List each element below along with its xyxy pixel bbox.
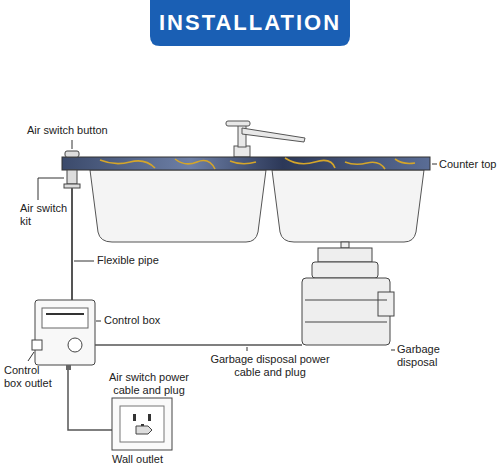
garbage-disposal bbox=[302, 242, 394, 345]
marble-veins bbox=[100, 158, 415, 169]
title-tab bbox=[150, 0, 350, 46]
part-label: Air switch power cable and plug bbox=[96, 371, 202, 397]
leader-lines bbox=[28, 140, 437, 361]
countertop bbox=[62, 157, 430, 170]
wall-outlet bbox=[112, 398, 172, 450]
control-box bbox=[32, 300, 95, 370]
part-label: Counter top bbox=[439, 158, 496, 171]
part-label: Garbage disposal bbox=[397, 343, 477, 369]
title-text: INSTALLATION bbox=[150, 0, 350, 46]
air-switch-kit bbox=[64, 151, 80, 188]
part-label: Control box outlet bbox=[4, 364, 58, 390]
flexible-pipe bbox=[71, 188, 73, 300]
part-label: Wall outlet bbox=[112, 453, 163, 466]
part-label: Air switch button bbox=[27, 124, 108, 137]
part-label: Air switch kit bbox=[20, 202, 74, 228]
sink-basins bbox=[90, 170, 424, 242]
part-label: Garbage disposal power cable and plug bbox=[204, 353, 336, 379]
part-label: Control box bbox=[104, 314, 160, 327]
part-label: Flexible pipe bbox=[97, 254, 159, 267]
faucet bbox=[226, 121, 305, 157]
